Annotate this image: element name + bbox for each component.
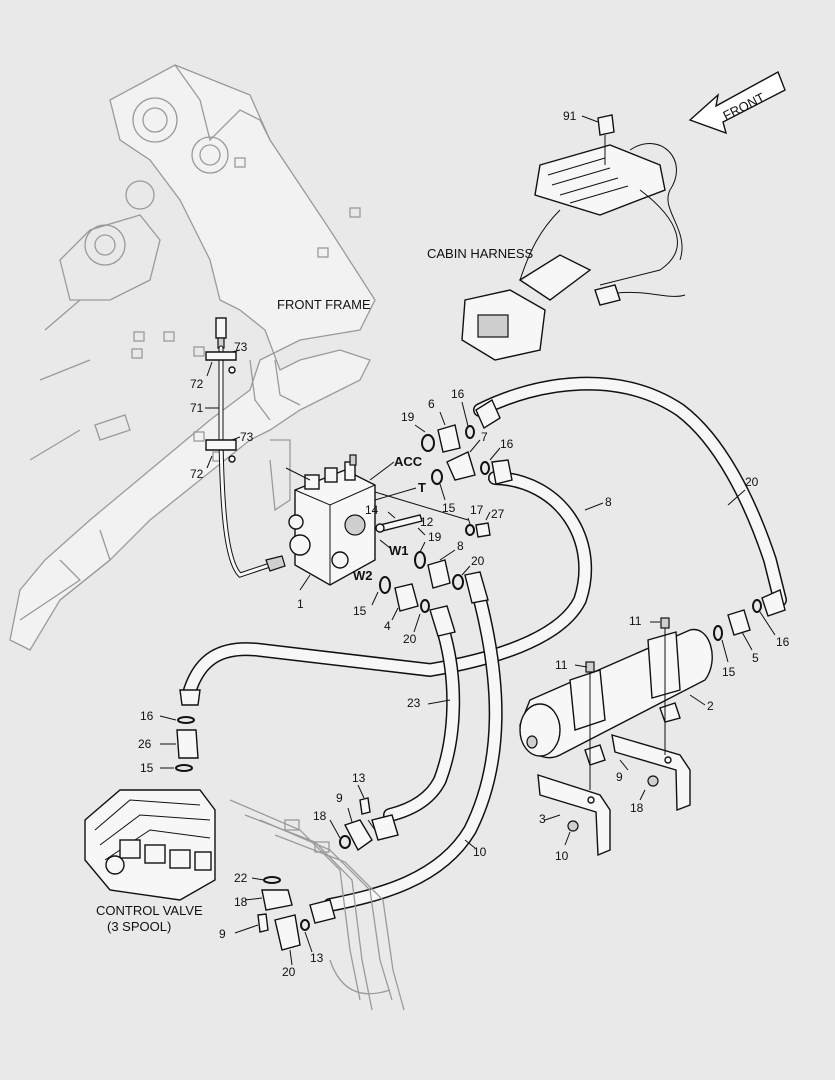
callout-4: 4	[384, 619, 391, 633]
left-hose-fittings: 16 26 15	[138, 689, 201, 775]
pressure-line-assembly: 73 72 71 73 72	[190, 317, 286, 578]
callout-8: 8	[457, 539, 464, 553]
lower-frame-tubes	[229, 799, 405, 1011]
callout-21: 8	[605, 495, 612, 509]
port-acc-label: ACC	[394, 454, 423, 469]
callout-72-upper: 72	[190, 377, 204, 391]
callout-11-right: 11	[629, 614, 642, 628]
callout-71: 71	[190, 401, 204, 415]
control-valve-label: CONTROL VALVE	[96, 903, 203, 918]
callout-72-lower: 72	[190, 467, 204, 481]
port-t-label: T	[418, 480, 426, 495]
upper-flange: 13 9 18	[313, 771, 399, 852]
callout-9-upper: 9	[336, 791, 343, 805]
control-valve-sublabel: (3 SPOOL)	[107, 919, 171, 934]
callout-18-upper: 18	[313, 809, 327, 823]
lower-flange: 22 18 9 13 20	[219, 871, 336, 979]
callout-15-right: 15	[722, 665, 736, 679]
front-direction-arrow: FRONT	[688, 71, 786, 135]
callout-3-right: 9	[616, 770, 623, 784]
callout-24: 20	[745, 475, 759, 489]
callout-73-lower: 73	[240, 430, 254, 444]
callout-13-upper: 13	[352, 771, 366, 785]
valve-fittings: 19 6 16 7 16 15 14 12 17 27 19 8 20	[353, 387, 514, 646]
callout-20-left: 20	[403, 632, 417, 646]
main-valve-block: 1 ACC T W1 W2	[285, 454, 426, 611]
callout-22: 10	[473, 845, 487, 859]
callout-17: 17	[470, 503, 484, 517]
callout-5: 5	[752, 651, 759, 665]
port-w1-label: W1	[389, 543, 409, 558]
callout-9-lower: 18	[234, 895, 248, 909]
callout-6: 6	[428, 397, 435, 411]
callout-13-lower: 9	[219, 927, 226, 941]
callout-2: 2	[707, 699, 714, 713]
callout-25: 20	[282, 965, 296, 979]
callout-16-left: 16	[140, 709, 154, 723]
accumulator-assembly: 11 11 2 9 3 18 10	[519, 614, 714, 863]
cabin-harness: 91 CABIN HARNESS	[427, 109, 686, 361]
callout-20-upper: 20	[471, 554, 485, 568]
callout-26: 26	[138, 737, 152, 751]
accumulator-fittings: 15 5 16	[713, 589, 790, 679]
front-frame-label: FRONT FRAME	[277, 297, 371, 312]
callout-15-upper: 15	[442, 501, 456, 515]
callout-19-lower: 19	[428, 530, 442, 544]
callout-19-upper: 19	[401, 410, 415, 424]
control-valve: CONTROL VALVE (3 SPOOL)	[84, 789, 216, 934]
callout-7: 7	[481, 430, 488, 444]
callout-11-left: 11	[555, 658, 568, 672]
callout-16-upper: 16	[451, 387, 465, 401]
hoses: 8 20 23 10	[183, 376, 787, 912]
callout-10-right: 18	[630, 801, 644, 815]
callout-20-lower: 13	[310, 951, 324, 965]
callout-3-left: 3	[539, 812, 546, 826]
callout-18-lower: 22	[234, 871, 248, 885]
front-frame-structure	[9, 64, 376, 651]
callout-10-left: 10	[555, 849, 569, 863]
callout-15-left-low: 15	[140, 761, 154, 775]
callout-1: 1	[297, 597, 304, 611]
callout-73-upper: 73	[234, 340, 248, 354]
cabin-harness-label: CABIN HARNESS	[427, 246, 534, 261]
callout-27: 27	[491, 507, 505, 521]
callout-12: 12	[420, 515, 434, 529]
port-w2-label: W2	[353, 568, 373, 583]
callout-14: 14	[365, 503, 379, 517]
callout-16-right: 16	[776, 635, 790, 649]
callout-23: 23	[407, 696, 421, 710]
callout-15-left: 15	[353, 604, 367, 618]
callout-16-mid: 16	[500, 437, 514, 451]
callout-91: 91	[563, 109, 577, 123]
